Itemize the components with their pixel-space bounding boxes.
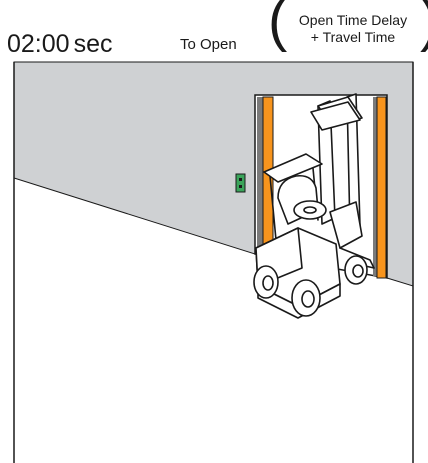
left-door-track (257, 97, 263, 254)
push-button-switch-icon (235, 173, 246, 193)
close-parenthesis: ) (420, 0, 428, 50)
timer-value: 02:00 (7, 30, 70, 58)
to-open-label: To Open (180, 36, 237, 53)
forklift-icon (253, 93, 375, 319)
time-formula: Open Time Delay + Travel Time (283, 12, 423, 46)
open-parenthesis: ( (268, 0, 288, 53)
formula-line-open-time-delay: Open Time Delay (298, 12, 408, 28)
timer-unit: sec (73, 30, 113, 58)
right-door-rail (376, 96, 387, 279)
formula-line-travel-time: + Travel Time (310, 29, 396, 45)
right-door-track (373, 97, 379, 276)
